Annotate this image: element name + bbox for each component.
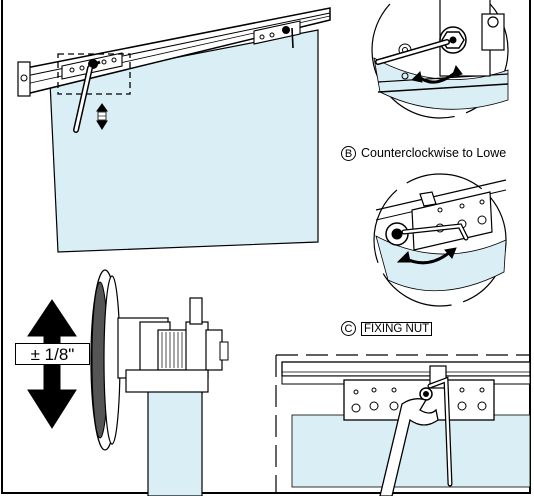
step-c-text: FIXING NUT xyxy=(361,322,433,336)
step-c-label: C FIXING NUT xyxy=(341,321,433,337)
detail-c-fixing-nut xyxy=(275,354,531,496)
step-b-label: B Counterclockwise to Lowe xyxy=(341,146,507,162)
step-b-marker: B xyxy=(341,146,356,162)
detail-b-circle xyxy=(373,173,507,307)
step-b-text: Counterclockwise to Lowe xyxy=(361,146,507,160)
detail-a-circle xyxy=(371,0,509,119)
step-c-marker: C xyxy=(341,321,356,337)
tolerance-label: ± 1/8" xyxy=(15,343,90,365)
roller-wheel xyxy=(27,269,229,496)
door-overview xyxy=(17,7,331,253)
